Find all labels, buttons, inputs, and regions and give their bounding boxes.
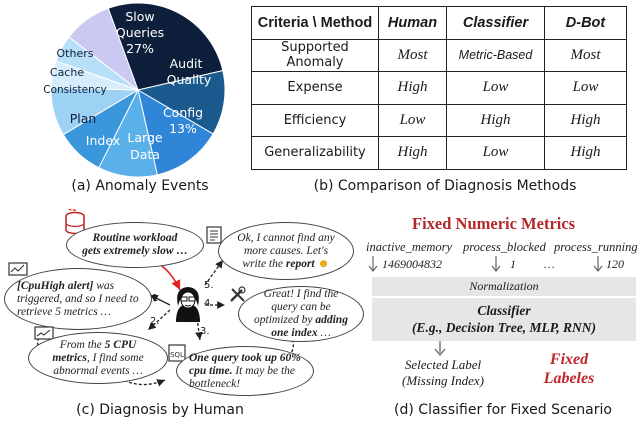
table-cell: Most	[378, 38, 447, 72]
caption-d: (d) Classifier for Fixed Scenario	[394, 402, 612, 418]
slice-label-slow-2: Queries	[116, 25, 164, 40]
normalization-bar: Normalization	[372, 277, 636, 296]
slice-label-large-2: Data	[130, 147, 160, 162]
table-cell: Low	[446, 136, 545, 170]
table-cell: Metric-Based	[446, 38, 545, 72]
bubble-query: One query took up 60% cpu time. It may b…	[176, 346, 314, 396]
sql-icon: SQL	[168, 344, 186, 362]
table-cell: High	[544, 136, 627, 170]
database-icon	[65, 208, 85, 235]
bubble-report: Ok, I cannot find any more causes. Let's…	[218, 222, 354, 280]
table-cell: High	[378, 136, 447, 170]
slice-label-consistency: Consistency	[43, 84, 107, 96]
step-label-5: 5.	[204, 280, 214, 291]
metric-arrows	[368, 256, 603, 272]
bubble-cpu-metrics: From the 5 CPU metrics, I find some abno…	[28, 332, 168, 384]
report-icon	[206, 226, 222, 244]
bubble-alert: [CpuHigh alert] was triggered, and so I …	[4, 268, 152, 330]
slice-label-audit-1: Audit	[170, 56, 203, 71]
table-header-row: Criteria \ Method Human Classifier D-Bot	[251, 6, 627, 40]
step-label-3: 3.	[200, 326, 210, 337]
table-cell: High	[378, 71, 447, 105]
caption-b: (b) Comparison of Diagnosis Methods	[313, 178, 577, 194]
table-cell: Expense	[251, 71, 379, 105]
metric-process-running: process_running	[554, 240, 638, 254]
value-ellipsis: …	[544, 257, 555, 271]
fixed-labels-text: Fixed Labeles	[543, 351, 595, 387]
header-dbot: D-Bot	[544, 6, 627, 40]
comparison-table: Criteria \ Method Human Classifier D-Bot…	[251, 6, 627, 170]
header-classifier: Classifier	[446, 6, 545, 40]
step-arrow-1	[149, 294, 171, 306]
svg-text:SQL: SQL	[170, 351, 184, 359]
classifier-box: Classifier (E.g., Decision Tree, MLP, RN…	[372, 298, 636, 341]
step-label-1: 1.	[152, 293, 162, 304]
loop-arrow	[119, 377, 166, 387]
slice-label-cache: Cache	[50, 66, 84, 79]
table-row: Expense High Low Low	[251, 71, 627, 105]
metric-process-blocked: process_blocked	[463, 240, 546, 254]
header-criteria: Criteria \ Method	[251, 6, 379, 40]
step-label-2: 2.	[150, 316, 160, 327]
value-inactive-memory: 1469004832	[382, 257, 442, 271]
slice-label-config: Config	[163, 105, 203, 120]
table-cell: High	[544, 103, 627, 137]
pie-slice-audit-quality	[136, 70, 226, 135]
table-cell: Low	[378, 103, 447, 137]
table-cell: High	[446, 103, 545, 137]
slice-label-slow-1: Slow	[125, 9, 154, 24]
step-label-4: 4.	[204, 298, 214, 309]
table-cell: Most	[544, 38, 627, 72]
slice-label-slow-pct: 27%	[126, 41, 154, 56]
table-row: Generalizability High Low High	[251, 136, 627, 170]
header-human: Human	[378, 6, 447, 40]
table-cell: Generalizability	[251, 136, 379, 170]
pie-slice-config	[137, 88, 214, 176]
pie-slice-others	[68, 7, 140, 92]
person-icon	[176, 287, 200, 322]
anomaly-pie-chart: Slow Queries 27% Audit Quality Config 13…	[43, 2, 226, 178]
table-cell: Low	[544, 71, 627, 105]
table-cell: Supported Anomaly	[251, 38, 379, 72]
slice-label-plan: Plan	[70, 111, 97, 126]
fixed-metrics-title: Fixed Numeric Metrics	[412, 214, 576, 233]
value-process-blocked: 1	[510, 257, 516, 271]
bubble-index: Great! I find the query can be optimized…	[238, 286, 364, 342]
selected-label-text: Selected Label (Missing Index)	[402, 357, 484, 388]
table-cell: Low	[446, 71, 545, 105]
classifier-title: Classifier	[477, 303, 531, 318]
tools-icon	[230, 286, 246, 302]
step-arrow-3	[195, 317, 203, 341]
slice-label-audit-2: Quality	[167, 72, 212, 87]
pie-slices	[50, 2, 226, 178]
chart-icon	[34, 326, 54, 340]
slice-label-large-1: Large	[127, 130, 162, 145]
metric-inactive-memory: inactive_memory	[366, 240, 453, 254]
caption-c: (c) Diagnosis by Human	[76, 402, 244, 418]
down-arrow	[434, 341, 446, 357]
value-process-running: 120	[606, 257, 624, 271]
table-cell: Efficiency	[251, 103, 379, 137]
monitor-icon	[8, 262, 28, 276]
step-arrow-5	[204, 259, 224, 286]
pie-slice-slow-queries	[107, 2, 224, 91]
slice-label-others: Others	[57, 47, 94, 60]
table-row: Supported Anomaly Most Metric-Based Most	[251, 38, 627, 72]
slice-label-config-pct: 13%	[169, 121, 197, 136]
caption-a: (a) Anomaly Events	[71, 178, 209, 194]
table-row: Efficiency Low High High	[251, 103, 627, 137]
slice-label-index: Index	[86, 133, 120, 148]
classifier-subtitle: (E.g., Decision Tree, MLP, RNN)	[411, 320, 597, 335]
pie-labels: Slow Queries 27% Audit Quality Config 13…	[43, 9, 212, 162]
